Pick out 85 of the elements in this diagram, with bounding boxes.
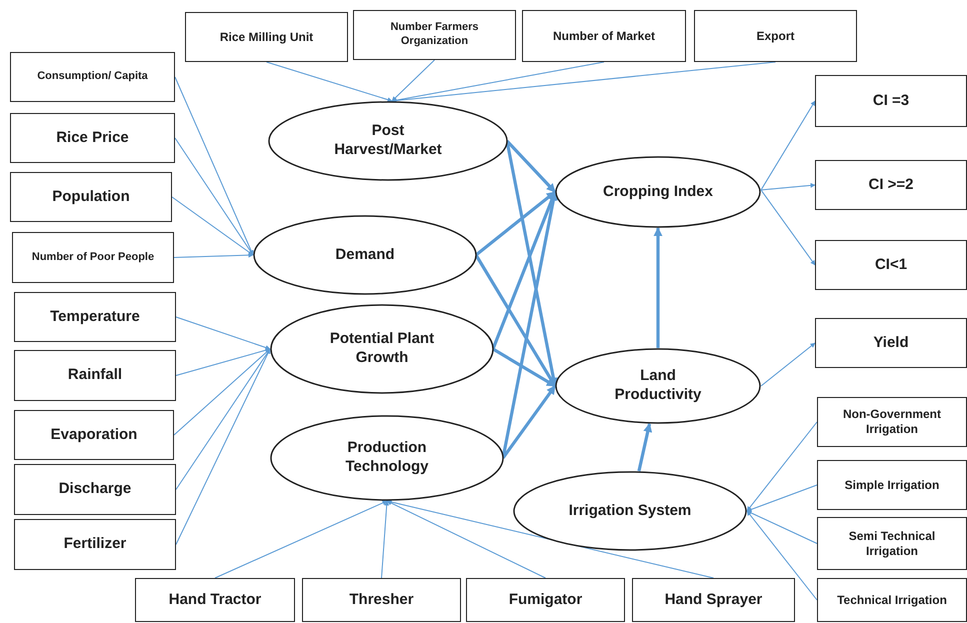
node-label: Cropping Index <box>603 182 713 202</box>
arrow <box>174 76 254 256</box>
arrow <box>266 62 392 102</box>
node-label: Simple Irrigation <box>844 478 940 492</box>
arrow <box>506 140 556 194</box>
arrow <box>176 348 270 376</box>
arrow <box>654 227 662 348</box>
factor-box <box>815 240 967 290</box>
factor-box <box>815 160 967 210</box>
arrow <box>746 510 818 600</box>
factor-box <box>817 578 967 622</box>
node-label: Consumption/ Capita <box>37 70 148 84</box>
arrow <box>176 316 270 350</box>
arrow <box>760 190 816 266</box>
node-label: Irrigation System <box>568 502 692 520</box>
factor-box <box>10 113 175 163</box>
node-label: Temperature <box>50 308 140 326</box>
node-label: Production Technology <box>344 439 430 477</box>
node-label: Hand Sprayer <box>664 590 762 610</box>
factor-box <box>14 350 176 401</box>
node-label: Rice Price <box>56 128 129 148</box>
arrow <box>214 500 388 578</box>
node-label: Thresher <box>349 590 414 610</box>
arrow <box>746 484 818 512</box>
arrow <box>746 510 818 544</box>
arrow <box>392 60 435 102</box>
factor-box <box>302 578 461 622</box>
arrow <box>760 100 816 190</box>
arrow <box>746 422 818 512</box>
node-label: CI =3 <box>872 92 910 110</box>
factor-box <box>632 578 795 622</box>
node-label: Hand Tractor <box>168 590 262 610</box>
node-label: Number Farmers Organization <box>389 21 480 49</box>
node-label: Potential Plant Growth <box>328 330 436 368</box>
node-label: Fertilizer <box>64 535 126 554</box>
factor-box <box>815 75 967 127</box>
factor-box <box>817 517 967 570</box>
node-label: Population <box>52 188 130 206</box>
node-label: Yield <box>873 334 909 352</box>
factor-box <box>10 52 175 102</box>
arrow <box>386 500 546 578</box>
factor-box <box>522 10 686 62</box>
factor-box <box>14 464 176 515</box>
node-label: Discharge <box>58 480 132 499</box>
node-label: Fumigator <box>508 590 582 610</box>
arrow <box>172 196 254 256</box>
node-label: Post Harvest/Market <box>333 122 443 160</box>
factor-box <box>817 460 967 510</box>
factor-box <box>353 10 516 60</box>
arrow <box>176 348 270 490</box>
node-label: Rainfall <box>68 366 122 385</box>
factor-box <box>817 397 967 447</box>
factor-box <box>14 519 176 570</box>
node-label: CI<1 <box>874 256 908 274</box>
node-label: Land Productivity <box>614 367 702 405</box>
node-label: Number of Market <box>552 28 656 44</box>
factor-box <box>815 318 967 368</box>
arrow <box>381 500 390 578</box>
arrow <box>637 423 652 472</box>
arrow <box>760 342 816 386</box>
factor-box <box>694 10 857 62</box>
node-label: Rice Milling Unit <box>220 30 314 44</box>
factor-box <box>185 12 348 62</box>
arrow <box>176 348 270 545</box>
factor-box <box>10 172 172 222</box>
arrow <box>174 138 254 256</box>
arrow <box>475 190 556 256</box>
arrow <box>174 252 254 258</box>
factor-box <box>12 232 174 283</box>
node-label: Evaporation <box>50 426 138 444</box>
node-label: Non-Government Irrigation <box>842 407 942 437</box>
arrow <box>502 385 556 459</box>
node-label: Demand <box>335 246 395 264</box>
factor-box <box>135 578 295 622</box>
node-label: Export <box>756 28 794 44</box>
node-label: Semi Technical Irrigation <box>848 528 936 558</box>
arrow <box>492 348 556 388</box>
arrow <box>760 182 816 190</box>
factor-box <box>14 410 174 460</box>
factor-box <box>466 578 625 622</box>
arrow <box>174 348 270 436</box>
factor-box <box>14 292 176 342</box>
node-label: Number of Poor People <box>32 250 154 264</box>
node-label: Technical Irrigation <box>837 592 947 608</box>
node-label: CI >=2 <box>868 176 914 194</box>
